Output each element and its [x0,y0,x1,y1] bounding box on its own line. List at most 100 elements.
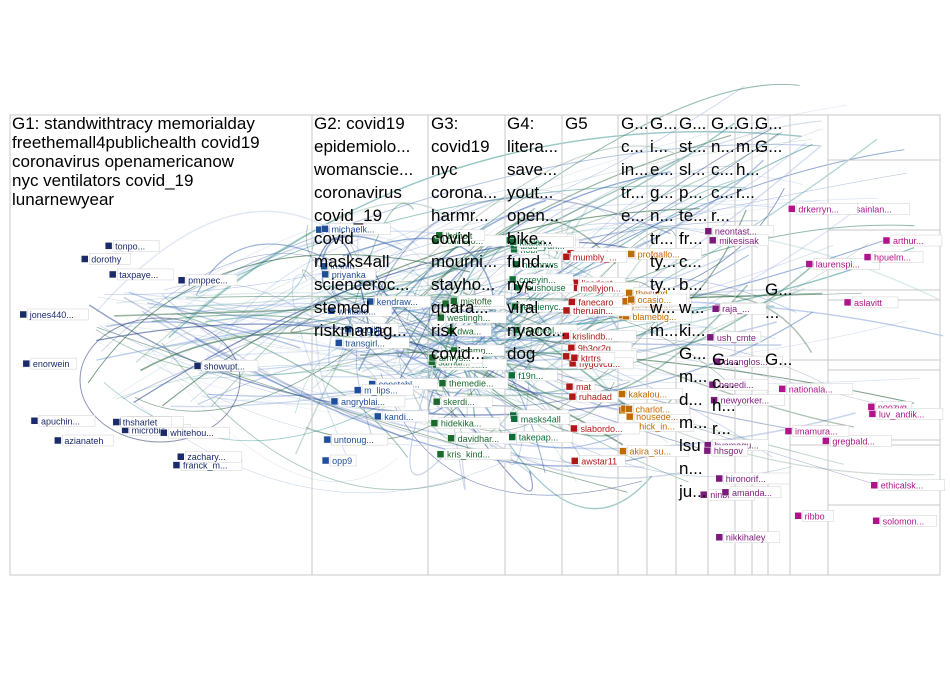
graph-node: deanglos... [713,355,783,368]
node-label: masks4all [521,414,561,424]
node-label-tag [62,434,114,447]
node-label-tag [578,422,640,435]
node-marker [172,461,181,469]
node-label-tag [570,251,628,263]
graph-node: hpuelm... [863,251,924,263]
node-label-tag [458,295,505,307]
graph-node: nationala... [778,383,853,395]
node-label: azianateh [64,436,103,446]
graph-node: transgirl... [335,337,410,349]
graph-node: nikkihaley [715,531,781,543]
node-marker [447,434,455,443]
group-label-line: G... [712,350,739,369]
group-label-line: G2: covid19 [314,114,405,133]
node-marker [193,362,202,370]
group-label-line: womanscie... [313,160,413,179]
group-label-line: open... [507,206,559,225]
node-label-tag [635,293,687,306]
node-label-tag [518,413,571,425]
node-marker [699,490,708,499]
graph-node: lbdholt [435,229,486,242]
graph-node: slabordo... [570,422,640,435]
graph-edge [163,304,893,409]
node-marker [567,344,576,352]
graph-node: themedie... [438,377,509,389]
graph-node: pmppec... [177,274,238,286]
graph-edge [327,335,920,384]
group-label-line: viral [507,298,538,317]
graph-node: m_lips... [353,384,414,396]
graph-node: mistofte [450,295,505,307]
group-label: G... [765,350,792,369]
group-label: G...... [765,280,792,322]
graph-edge [123,296,409,441]
group-label-line: G... [755,137,782,156]
node-label: taxpaye... [119,270,158,280]
node-marker [872,517,880,525]
node-marker [353,386,362,394]
graph-edge [409,338,577,483]
node-label-tag [444,448,512,460]
node-marker [822,437,830,445]
node-label: jessienyc... [520,302,566,312]
graph-node: michaelk... [321,223,391,235]
node-label-tag [112,240,160,252]
graph-node: tonpo... [104,240,160,252]
node-label-tag [520,258,562,271]
graph-edge [219,199,821,325]
group-label: G...m...h...r... [736,114,764,202]
node-label-tag [516,431,573,443]
node-marker [778,385,786,393]
node-label: mikesisak [719,236,759,246]
node-label-tag [792,425,850,437]
group-label: G...n...c...c...r... [711,114,738,225]
node-label: angryblai... [341,397,385,407]
node-label: jones440... [29,310,74,320]
group-label-line: c... [712,373,735,392]
group-label-line: G... [765,280,792,299]
node-label-tag [813,258,881,270]
graph-node: hironorif... [715,472,790,485]
node-marker [863,253,872,261]
node-marker [882,236,891,245]
node-marker [843,298,852,307]
graph-edge [122,220,758,400]
group-label-line: m... [650,321,678,340]
node-label-tag [27,308,89,321]
node-label: laurenspi... [816,260,860,270]
node-label: aslavitt [854,298,883,308]
group-label-line: in... [621,160,648,179]
group-label-line: m... [679,367,707,386]
node-marker [710,396,718,404]
node-label-tag [120,416,173,428]
node-label: michaelk... [331,224,374,234]
graph-node: solomon... [872,515,937,527]
node-label: awstar11 [581,456,617,466]
node-marker [721,488,730,497]
node-label: neontast... [715,227,757,237]
node-marker [619,447,627,455]
node-marker [437,313,445,322]
graph-edge [171,143,820,300]
node-label: fanecaro [578,297,613,307]
graph-edge [321,372,409,378]
graph-node: whitake... [327,305,393,317]
group-label-line: nyc [431,160,458,179]
node-label-tag [185,274,238,286]
node-label-tag [716,378,769,391]
graph-node: apuchin... [30,415,96,427]
graph-node: skerdi... [432,395,493,408]
node-marker [867,403,876,411]
node-label: franck_m... [183,461,228,471]
node-label: whitehou... [169,428,214,438]
node-label: benedi... [719,380,754,390]
cluster-outline [79,317,241,443]
node-label: zachary... [187,452,225,462]
group-label-line: quara... [431,298,489,317]
node-marker [571,457,579,465]
graph-node: fanecaro [568,296,623,308]
node-label-tag [201,360,259,372]
graph-edge [463,128,823,387]
graph-edge [373,83,800,315]
group-label-line: G... [650,114,677,133]
